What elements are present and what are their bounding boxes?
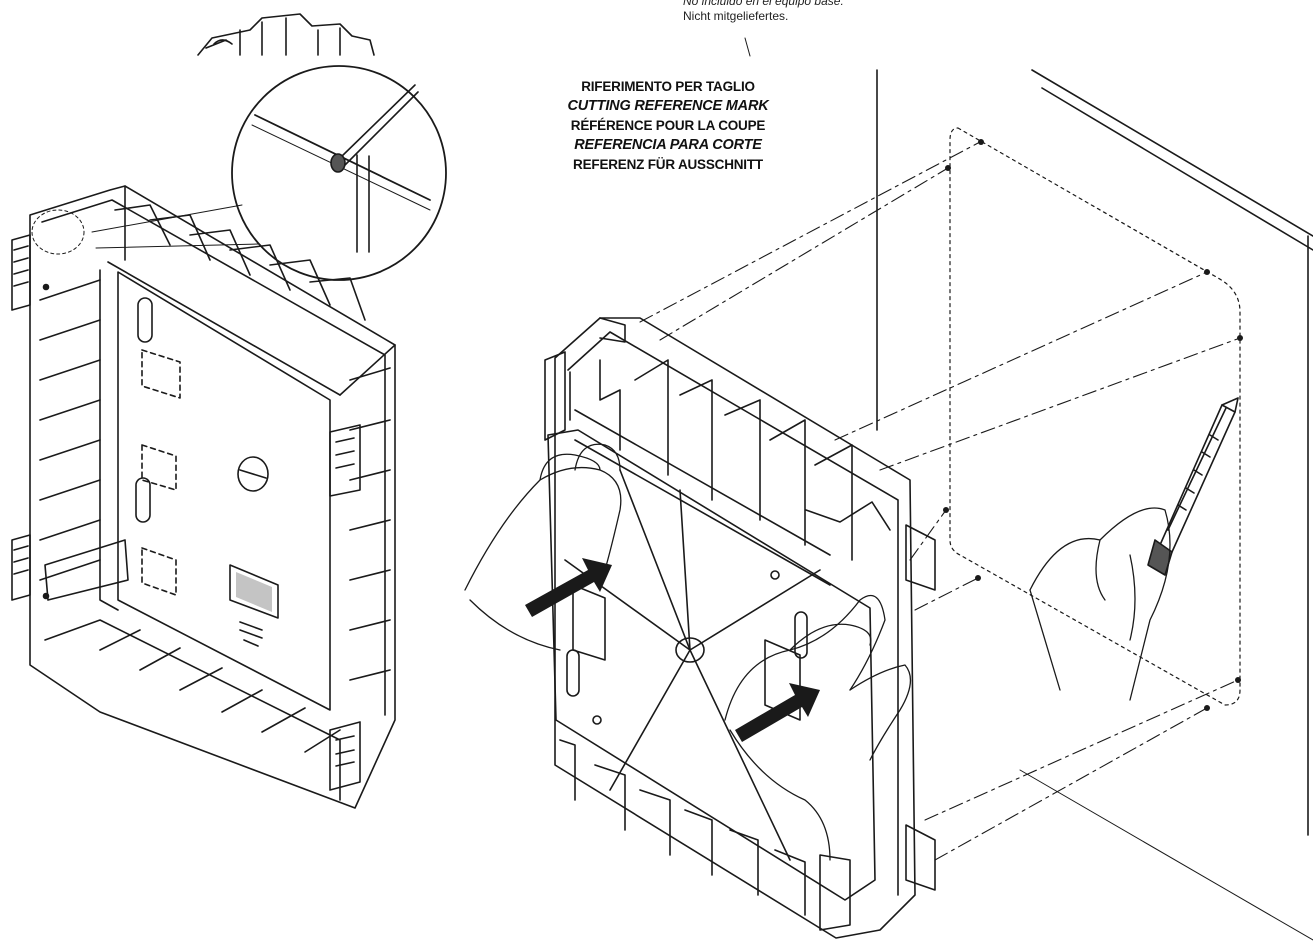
- alignment-lines: [639, 141, 1241, 861]
- cutting-reference-label: RIFERIMENTO PER TAGLIO CUTTING REFERENCE…: [518, 77, 818, 175]
- hand-with-cutter: [1029, 397, 1239, 701]
- note-line-de: Nicht mitgeliefertes.: [683, 9, 789, 23]
- note-line-es: No incluido en el equipo base.: [683, 0, 844, 8]
- right-flush-box: [544, 317, 936, 939]
- ref-label-de: REFERENZ FÜR AUSSCHNITT: [573, 157, 763, 173]
- note-leader-line: [744, 37, 751, 57]
- ref-label-it: RIFERIMENTO PER TAGLIO: [581, 79, 755, 94]
- ref-label-es: REFERENCIA PARA CORTE: [574, 136, 762, 153]
- screw-marks: [943, 139, 1243, 711]
- ref-label-en: CUTTING REFERENCE MARK: [567, 97, 769, 114]
- ref-label-fr: RÉFÉRENCE POUR LA COUPE: [570, 118, 766, 134]
- left-flush-box: [11, 185, 396, 809]
- not-included-note: No incluido en el equipo base. Nicht mit…: [683, 0, 844, 24]
- hands-on-box: [464, 443, 912, 861]
- magnifier-detail: [31, 65, 447, 281]
- top-box-fragment: [197, 13, 375, 56]
- cutting-outline: [949, 127, 1241, 706]
- push-arrows: [525, 558, 820, 742]
- wall-outline: [876, 69, 1313, 941]
